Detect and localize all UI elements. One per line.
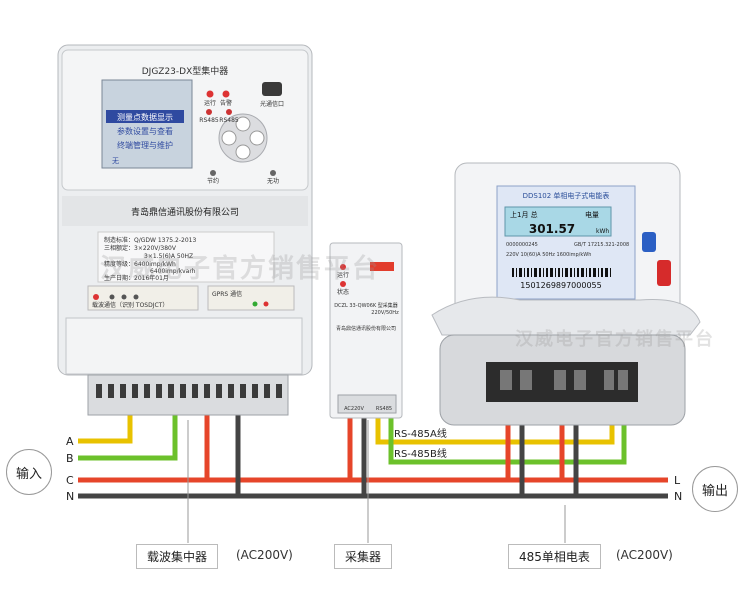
- meter-model: DDS102 单相电子式电能表: [523, 191, 610, 200]
- collector-company: 青岛鼎信通讯股份有限公司: [336, 325, 396, 332]
- optical-port-label: 光通信口: [260, 100, 284, 108]
- wire-label-n: N: [66, 490, 74, 503]
- collector-model: DCZL 33-QW06K 型采集器: [334, 302, 398, 309]
- spec-line-1: 制造标准：Q/GDW 1375.2-2013: [104, 236, 196, 244]
- meter-serial: 0000000245: [506, 242, 538, 248]
- concentrator-menu-item-1: 测量点数据显示: [117, 112, 173, 122]
- spec-line-6: 生产日期：2016年01月: [104, 274, 169, 282]
- concentrator-screen-footer: 无: [112, 157, 119, 165]
- carrier-label: 载波通信（识别 TOSDJCT）: [92, 301, 168, 309]
- concentrator-device: [57, 44, 313, 416]
- concentrator-label: 载波集中器: [136, 544, 219, 569]
- output-label: 输出: [692, 466, 738, 512]
- meter-rating: 220V 10(60)A 50Hz 1600imp/kWh: [506, 252, 591, 258]
- rs485a-label: RS-485A线: [394, 427, 447, 440]
- concentrator-menu-item-3: 终端管理与维护: [117, 140, 173, 150]
- collector-terminal-rs485: RS485: [376, 406, 392, 412]
- wire-a: [78, 412, 133, 444]
- collector-status-label: 状态: [337, 288, 349, 296]
- left-button-label: 节约: [207, 177, 219, 185]
- meter-barcode-no: 1501269897000055: [520, 281, 601, 290]
- led-label-run: 运行: [204, 99, 216, 107]
- meter-ac-label: (AC200V): [616, 548, 673, 562]
- meter-label: 485单相电表: [508, 544, 601, 569]
- collector-power: 220V/50Hz: [371, 310, 399, 316]
- collector-run-label: 运行: [337, 271, 349, 279]
- meter-lcd-value: 301.57: [529, 222, 575, 236]
- meter-lcd-top: 上1月 总: [510, 210, 538, 219]
- wire-label-c: C: [66, 474, 74, 487]
- meter-lcd-unit: kWh: [596, 228, 609, 235]
- input-label: 输入: [6, 449, 52, 495]
- concentrator-company: 青岛鼎信通讯股份有限公司: [131, 206, 239, 218]
- wire-label-l-out: L: [674, 474, 681, 487]
- concentrator-ac-label: (AC200V): [236, 548, 293, 562]
- collector-label: 采集器: [334, 544, 393, 569]
- meter-std: GB/T 17215.321-2008: [574, 242, 629, 248]
- concentrator-menu-item-2: 参数设置与查看: [117, 126, 173, 136]
- meter-device: [431, 162, 701, 426]
- concentrator-model-title: DJGZ23-DX型集中器: [142, 65, 229, 77]
- gprs-label: GPRS 通信: [212, 290, 242, 298]
- spec-line-3: 3×1.5(6)A 50HZ: [144, 253, 193, 260]
- collector-device: [329, 242, 403, 419]
- led-label-rs485-2: RS485: [219, 117, 239, 124]
- spec-line-4: 精度等级：6400imp/kWh: [104, 260, 176, 268]
- wire-label-a: A: [66, 435, 74, 448]
- wire-label-b: B: [66, 452, 74, 465]
- meter-lcd-energy: 电量: [585, 210, 599, 219]
- right-button-label: 无功: [267, 177, 279, 185]
- spec-line-5: 6400imp/kvarh: [150, 268, 196, 275]
- wire-label-n-out: N: [674, 490, 682, 503]
- led-label-rs485-1: RS485: [199, 117, 219, 124]
- watermark-text: 汉威电子官方销售平台: [100, 254, 381, 284]
- watermark-text-2: 汉威电子官方销售平台: [515, 329, 715, 350]
- rs485b-label: RS-485B线: [394, 447, 447, 460]
- wire-b: [78, 412, 178, 461]
- spec-line-2: 三相额定：3×220V/380V: [104, 244, 177, 252]
- led-label-alarm: 告警: [220, 99, 232, 107]
- collector-terminal-ac: AC220V: [344, 406, 364, 412]
